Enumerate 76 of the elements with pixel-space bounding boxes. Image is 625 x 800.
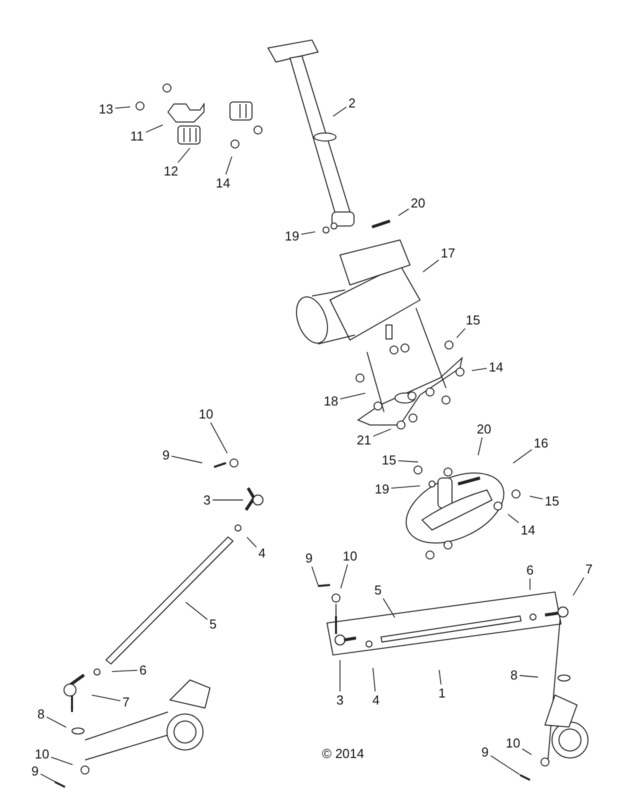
callout-number: 9: [481, 744, 489, 760]
leader-line: [471, 368, 488, 371]
leader-line: [438, 669, 442, 685]
callout-number: 9: [162, 448, 170, 462]
leader-line: [478, 437, 483, 456]
leader-line: [332, 106, 347, 117]
callout-number: 5: [209, 616, 217, 632]
callout-number: 12: [164, 164, 178, 178]
callout-number: 11: [130, 128, 144, 144]
callout-number: 2: [348, 96, 356, 110]
leader-line: [91, 694, 121, 702]
leader-line: [40, 774, 57, 783]
leader-line: [114, 106, 130, 109]
leader-line: [512, 449, 532, 464]
callout-number: 3: [336, 692, 344, 708]
callout-number: 19: [374, 482, 390, 496]
leader-line: [50, 756, 73, 766]
leader-line: [340, 564, 348, 589]
leader-line: [382, 598, 396, 618]
leader-line: [178, 148, 190, 163]
callout-number: 4: [258, 546, 266, 560]
callout-number: 15: [466, 312, 480, 328]
leader-line: [112, 670, 138, 672]
callout-number: 19: [284, 228, 300, 244]
callout-number: 8: [510, 668, 518, 682]
callout-number: 9: [31, 764, 39, 778]
leader-line: [422, 260, 440, 272]
leader-line: [519, 675, 538, 678]
callout-number: 21: [356, 432, 372, 448]
leader-line: [522, 748, 532, 756]
callout-number: 8: [37, 706, 45, 722]
leader-line: [145, 124, 164, 133]
callout-number: 10: [34, 746, 50, 762]
callout-number: 10: [506, 736, 520, 750]
leader-line: [572, 577, 584, 596]
leader-line: [210, 422, 228, 454]
leader-line: [529, 496, 544, 500]
callout-number: 5: [374, 582, 382, 598]
leader-line: [390, 485, 420, 489]
callout-number: 3: [203, 492, 211, 508]
callout-number: 6: [526, 562, 534, 578]
callout-number: 18: [324, 394, 338, 408]
leader-line: [398, 208, 410, 216]
leader-line: [372, 428, 392, 437]
callout-number: 9: [305, 550, 313, 566]
callout-number: 6: [139, 662, 147, 678]
callout-number: 14: [520, 522, 536, 538]
callout-number: 7: [122, 694, 130, 710]
callout-number: 13: [98, 102, 114, 116]
leader-line: [225, 156, 232, 175]
callout-number: 20: [410, 196, 426, 210]
leader-line: [185, 602, 208, 620]
callout-number: 1: [438, 686, 446, 700]
callout-number: 15: [382, 452, 396, 468]
callout-number: 20: [476, 422, 492, 436]
callout-number: 17: [440, 246, 456, 260]
callout-number: 4: [372, 692, 380, 708]
leader-line: [490, 755, 520, 775]
callout-number: 16: [534, 436, 548, 450]
leader-line: [246, 536, 257, 548]
leader-line: [46, 716, 67, 728]
callout-number: 10: [342, 548, 358, 564]
callout-number: 14: [488, 360, 504, 374]
leader-line: [300, 231, 316, 235]
leader-line: [311, 566, 318, 586]
callout-number: 7: [585, 562, 593, 576]
leader-line: [171, 456, 203, 464]
leader-line: [398, 460, 418, 462]
leader-line: [340, 392, 366, 400]
copyright-note: © 2014: [322, 746, 364, 761]
leader-line: [372, 668, 376, 692]
callout-number: 10: [198, 406, 214, 422]
leader-line: [456, 328, 466, 338]
leader-line: [507, 514, 520, 524]
callout-number: 15: [544, 494, 560, 508]
callout-number: 14: [216, 176, 230, 190]
